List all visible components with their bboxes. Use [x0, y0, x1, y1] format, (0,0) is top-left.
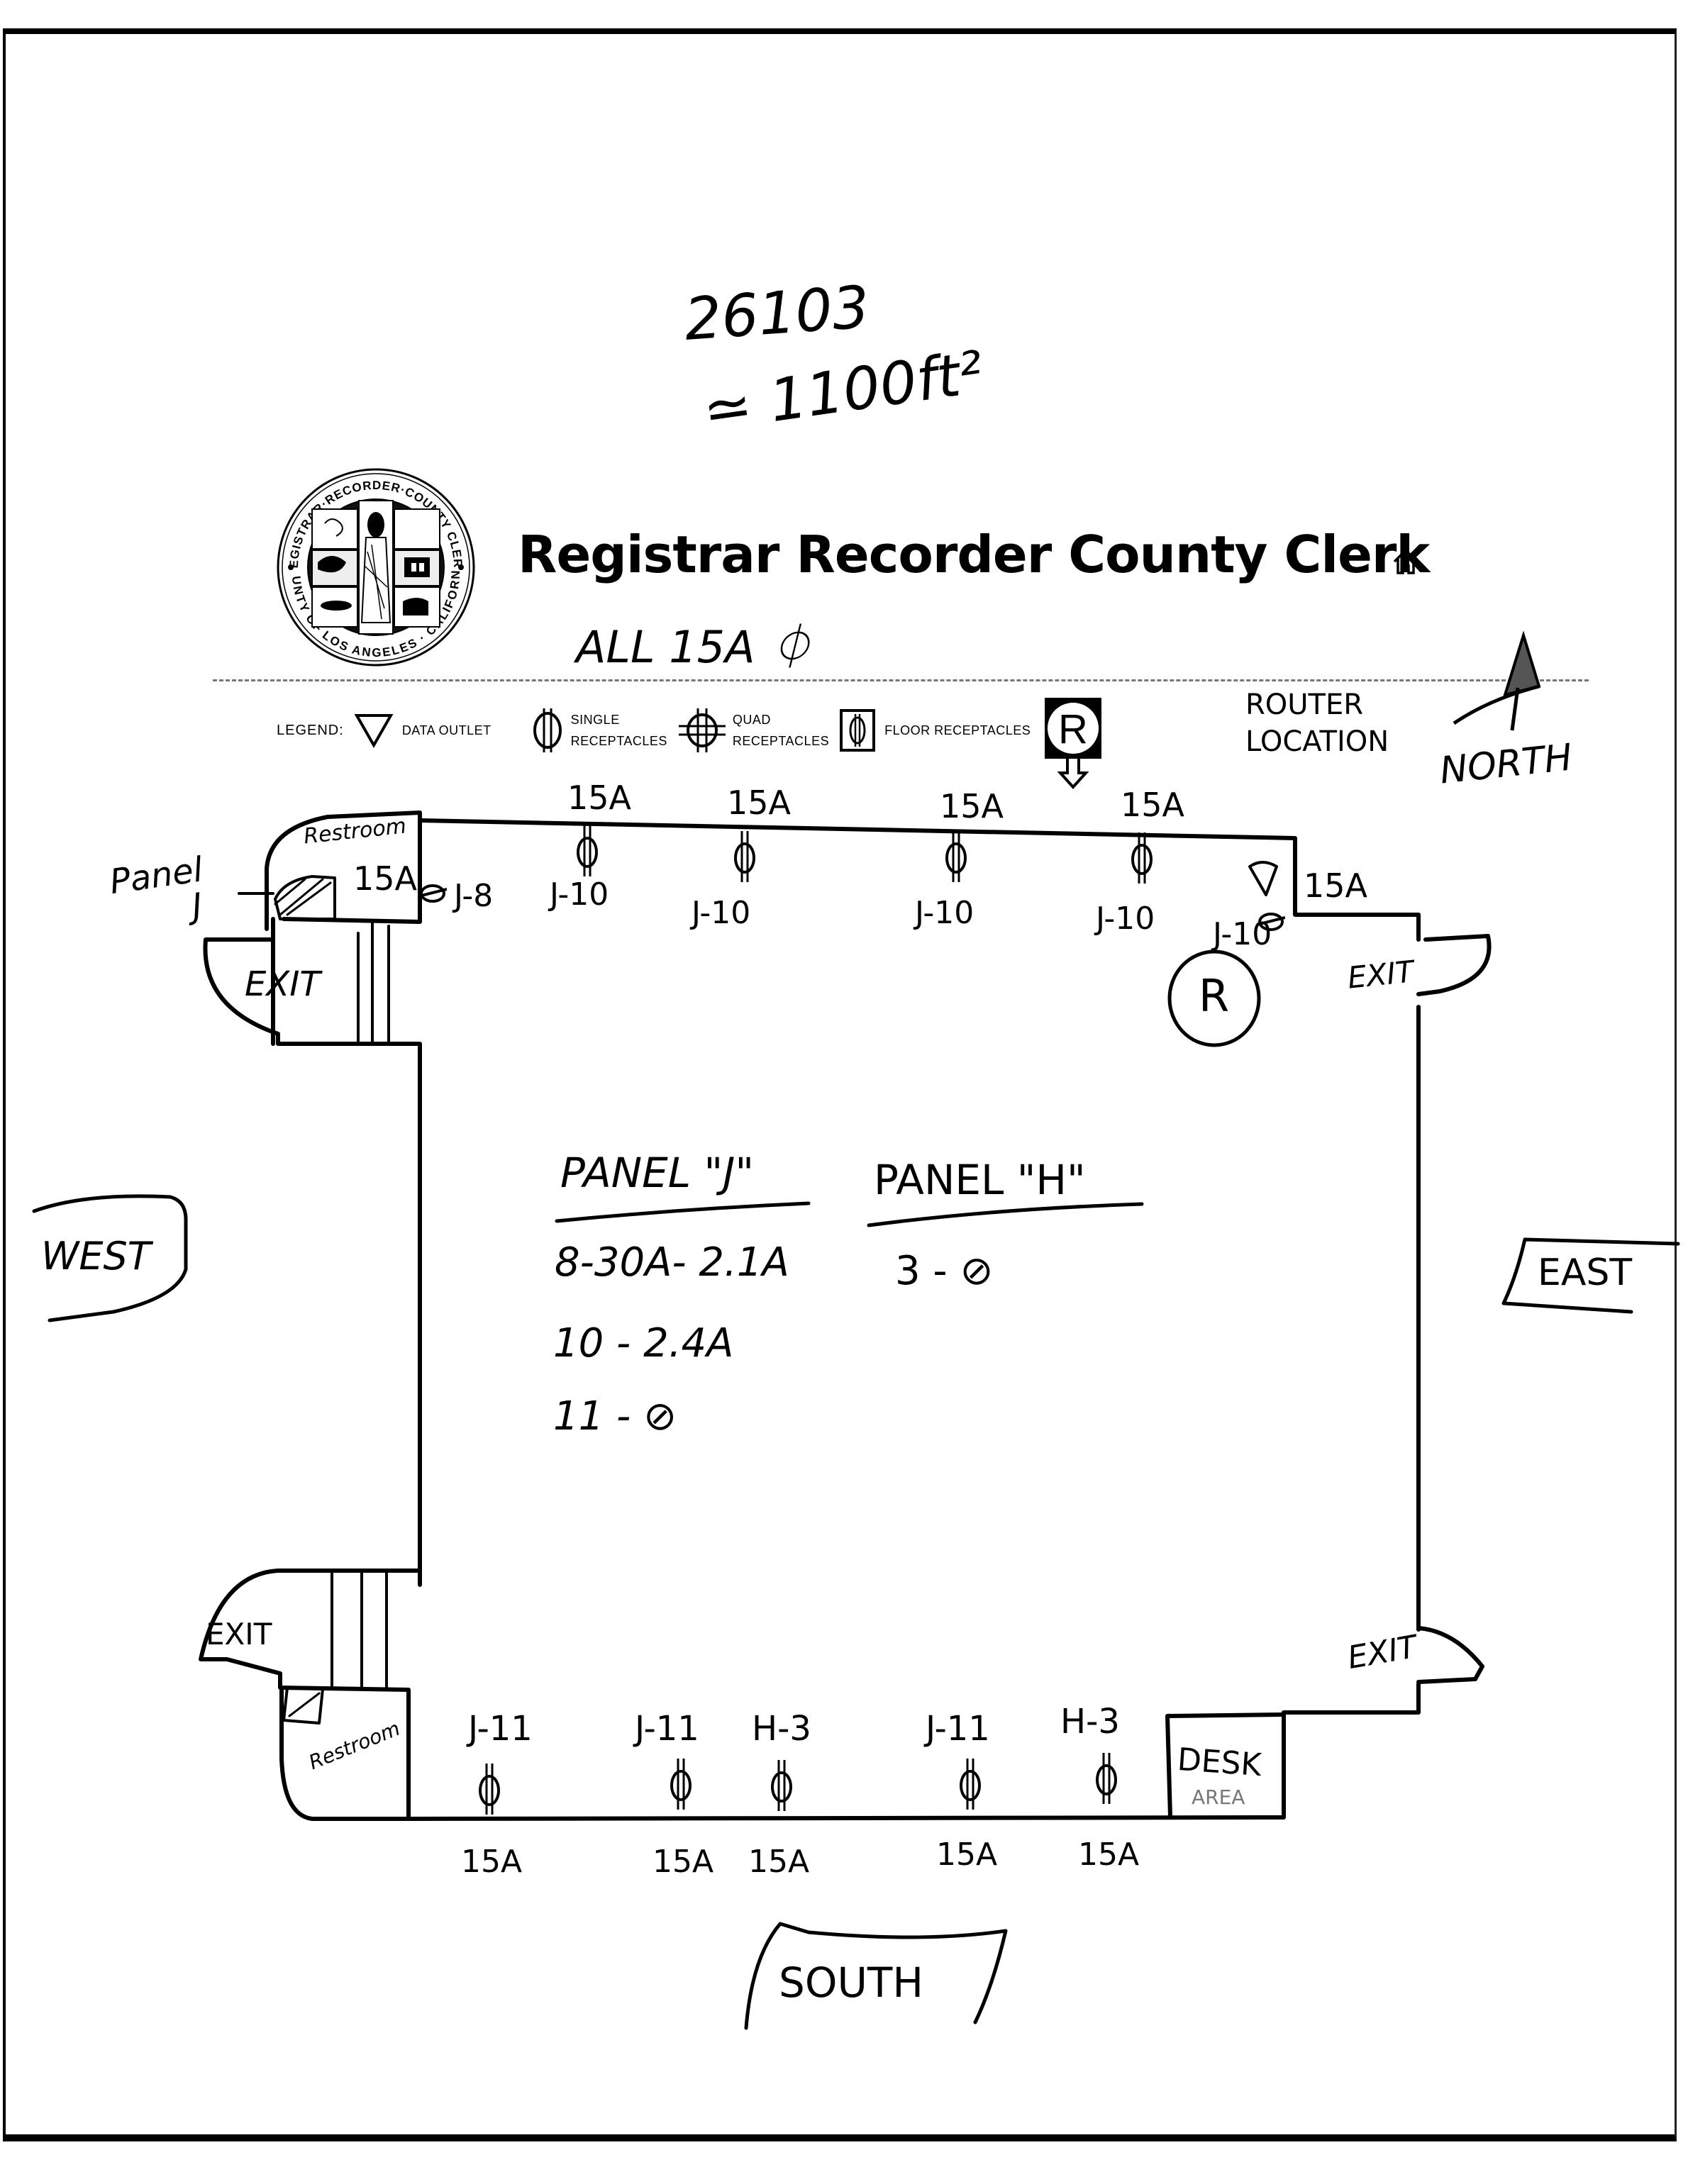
single-receptacle-icon [670, 1759, 692, 1810]
desk-label: DESK [1176, 1741, 1263, 1784]
receptacle-circuit-label: H-3 [752, 1709, 811, 1749]
legend-router-label: ROUTER LOCATION [1245, 686, 1389, 760]
home-icon [1393, 548, 1418, 574]
receptacle-circuit-label: J-11 [635, 1709, 699, 1749]
page-border [3, 28, 1677, 2141]
receptacle-amp-label: 15A [353, 859, 418, 898]
router-icon: R [1045, 698, 1102, 789]
panel-j-line-1: 8-30A- 2.1A [555, 1239, 789, 1286]
data-outlet-icon [354, 714, 394, 749]
legend-data-outlet-label: DATA OUTLET [401, 723, 492, 737]
single-receptacle-icon [945, 831, 967, 882]
single-receptacle-icon [960, 1759, 981, 1810]
receptacle-amp-label: 15A [936, 1837, 998, 1873]
receptacle-circuit-label: J-11 [926, 1709, 990, 1749]
legend-item-data-outlet: DATA OUTLET [352, 711, 492, 750]
panel-j-marker-label: Panel J [107, 849, 210, 935]
exit-label-sw: EXIT [206, 1617, 272, 1651]
router-label-line2: LOCATION [1245, 725, 1389, 758]
legend-single-line2: RECEPTACLES [570, 734, 667, 748]
router-label-line1: ROUTER [1245, 689, 1364, 721]
floor-receptacle-icon [840, 709, 876, 752]
west-label: WEST [41, 1234, 151, 1278]
legend-single-receptacle-label: SINGLE RECEPTACLES [571, 709, 667, 752]
page-title: Registrar Recorder County Clerk [518, 525, 1430, 584]
panel-j-title: PANEL "J" [560, 1149, 755, 1197]
legend-item-single-receptacle: SINGLE RECEPTACLES [530, 706, 667, 755]
receptacle-circuit-label: J-8 [454, 878, 494, 914]
legend-item-quad-receptacle: QUAD RECEPTACLES [677, 706, 829, 755]
desk-sub-label: AREA [1192, 1785, 1245, 1809]
exit-label-nw: EXIT [245, 964, 321, 1004]
panel-j-line-3: 11 - ⊘ [553, 1393, 677, 1439]
legend-single-line1: SINGLE [570, 713, 620, 727]
legend-quad-line2: RECEPTACLES [732, 734, 830, 748]
single-receptacle-icon [577, 825, 598, 876]
legend-item-floor-receptacle: FLOOR RECEPTACLES [839, 708, 1031, 752]
receptacle-circuit-label: J-10 [550, 876, 609, 913]
single-receptacle-icon [771, 1760, 792, 1811]
receptacle-amp-label: 15A [461, 1844, 523, 1880]
router-marker[interactable]: R [1199, 970, 1230, 1022]
receptacle-circuit-label: J-10 [1096, 901, 1155, 937]
crossed-receptacle-icon [1257, 913, 1285, 931]
single-receptacle-icon [479, 1764, 500, 1815]
receptacle-amp-label: 15A [748, 1844, 810, 1880]
single-receptacle-icon [734, 831, 755, 882]
panel-h-line-1: 3 - ⊘ [895, 1248, 994, 1294]
receptacle-amp-label: 15A [1304, 867, 1368, 905]
receptacle-amp-label: 15A [727, 784, 792, 822]
receptacle-circuit-label: H-3 [1060, 1702, 1120, 1742]
single-receptacle-icon [1131, 832, 1153, 884]
receptacle-circuit-label: J-10 [692, 895, 751, 931]
receptacle-amp-label: 15A [1121, 786, 1185, 824]
receptacle-amp-label: 15A [940, 787, 1004, 825]
panel-marker-line2: J [189, 885, 205, 927]
south-label: SOUTH [779, 1959, 923, 2007]
county-seal-logo: REGISTRAR·RECORDER·COUNTY CLERK COUNTY O… [275, 467, 475, 667]
legend: LEGEND: DATA OUTLET SINGLE RECEPTACLES Q… [277, 698, 1113, 789]
crossed-receptacle-icon [418, 884, 447, 903]
receptacle-amp-label: 15A [567, 779, 632, 817]
legend-quad-line1: QUAD [732, 713, 771, 727]
legend-floor-receptacle-label: FLOOR RECEPTACLES [884, 723, 1031, 737]
north-arrow-icon [1453, 631, 1541, 731]
legend-label: LEGEND: [277, 722, 344, 738]
receptacle-circuit-label: J-11 [468, 1709, 533, 1749]
panel-h-title: PANEL "H" [874, 1156, 1086, 1204]
legend-item-router: R [1043, 668, 1103, 793]
quad-receptacle-icon [678, 708, 726, 752]
receptacle-amp-label: 15A [653, 1844, 714, 1880]
single-receptacle-icon [533, 708, 562, 752]
receptacle-amp-label: 15A [1078, 1837, 1140, 1873]
header-divider [213, 679, 1589, 681]
east-label: EAST [1538, 1252, 1633, 1294]
all-15a-note: ALL 15A ⏀ [576, 621, 814, 673]
svg-text:R: R [1058, 706, 1088, 752]
panel-j-line-2: 10 - 2.4A [553, 1320, 734, 1366]
exit-label-ne: EXIT [1345, 954, 1416, 996]
legend-quad-receptacle-label: QUAD RECEPTACLES [733, 709, 829, 752]
single-receptacle-icon [1096, 1753, 1117, 1804]
receptacle-circuit-label: J-10 [915, 895, 975, 931]
